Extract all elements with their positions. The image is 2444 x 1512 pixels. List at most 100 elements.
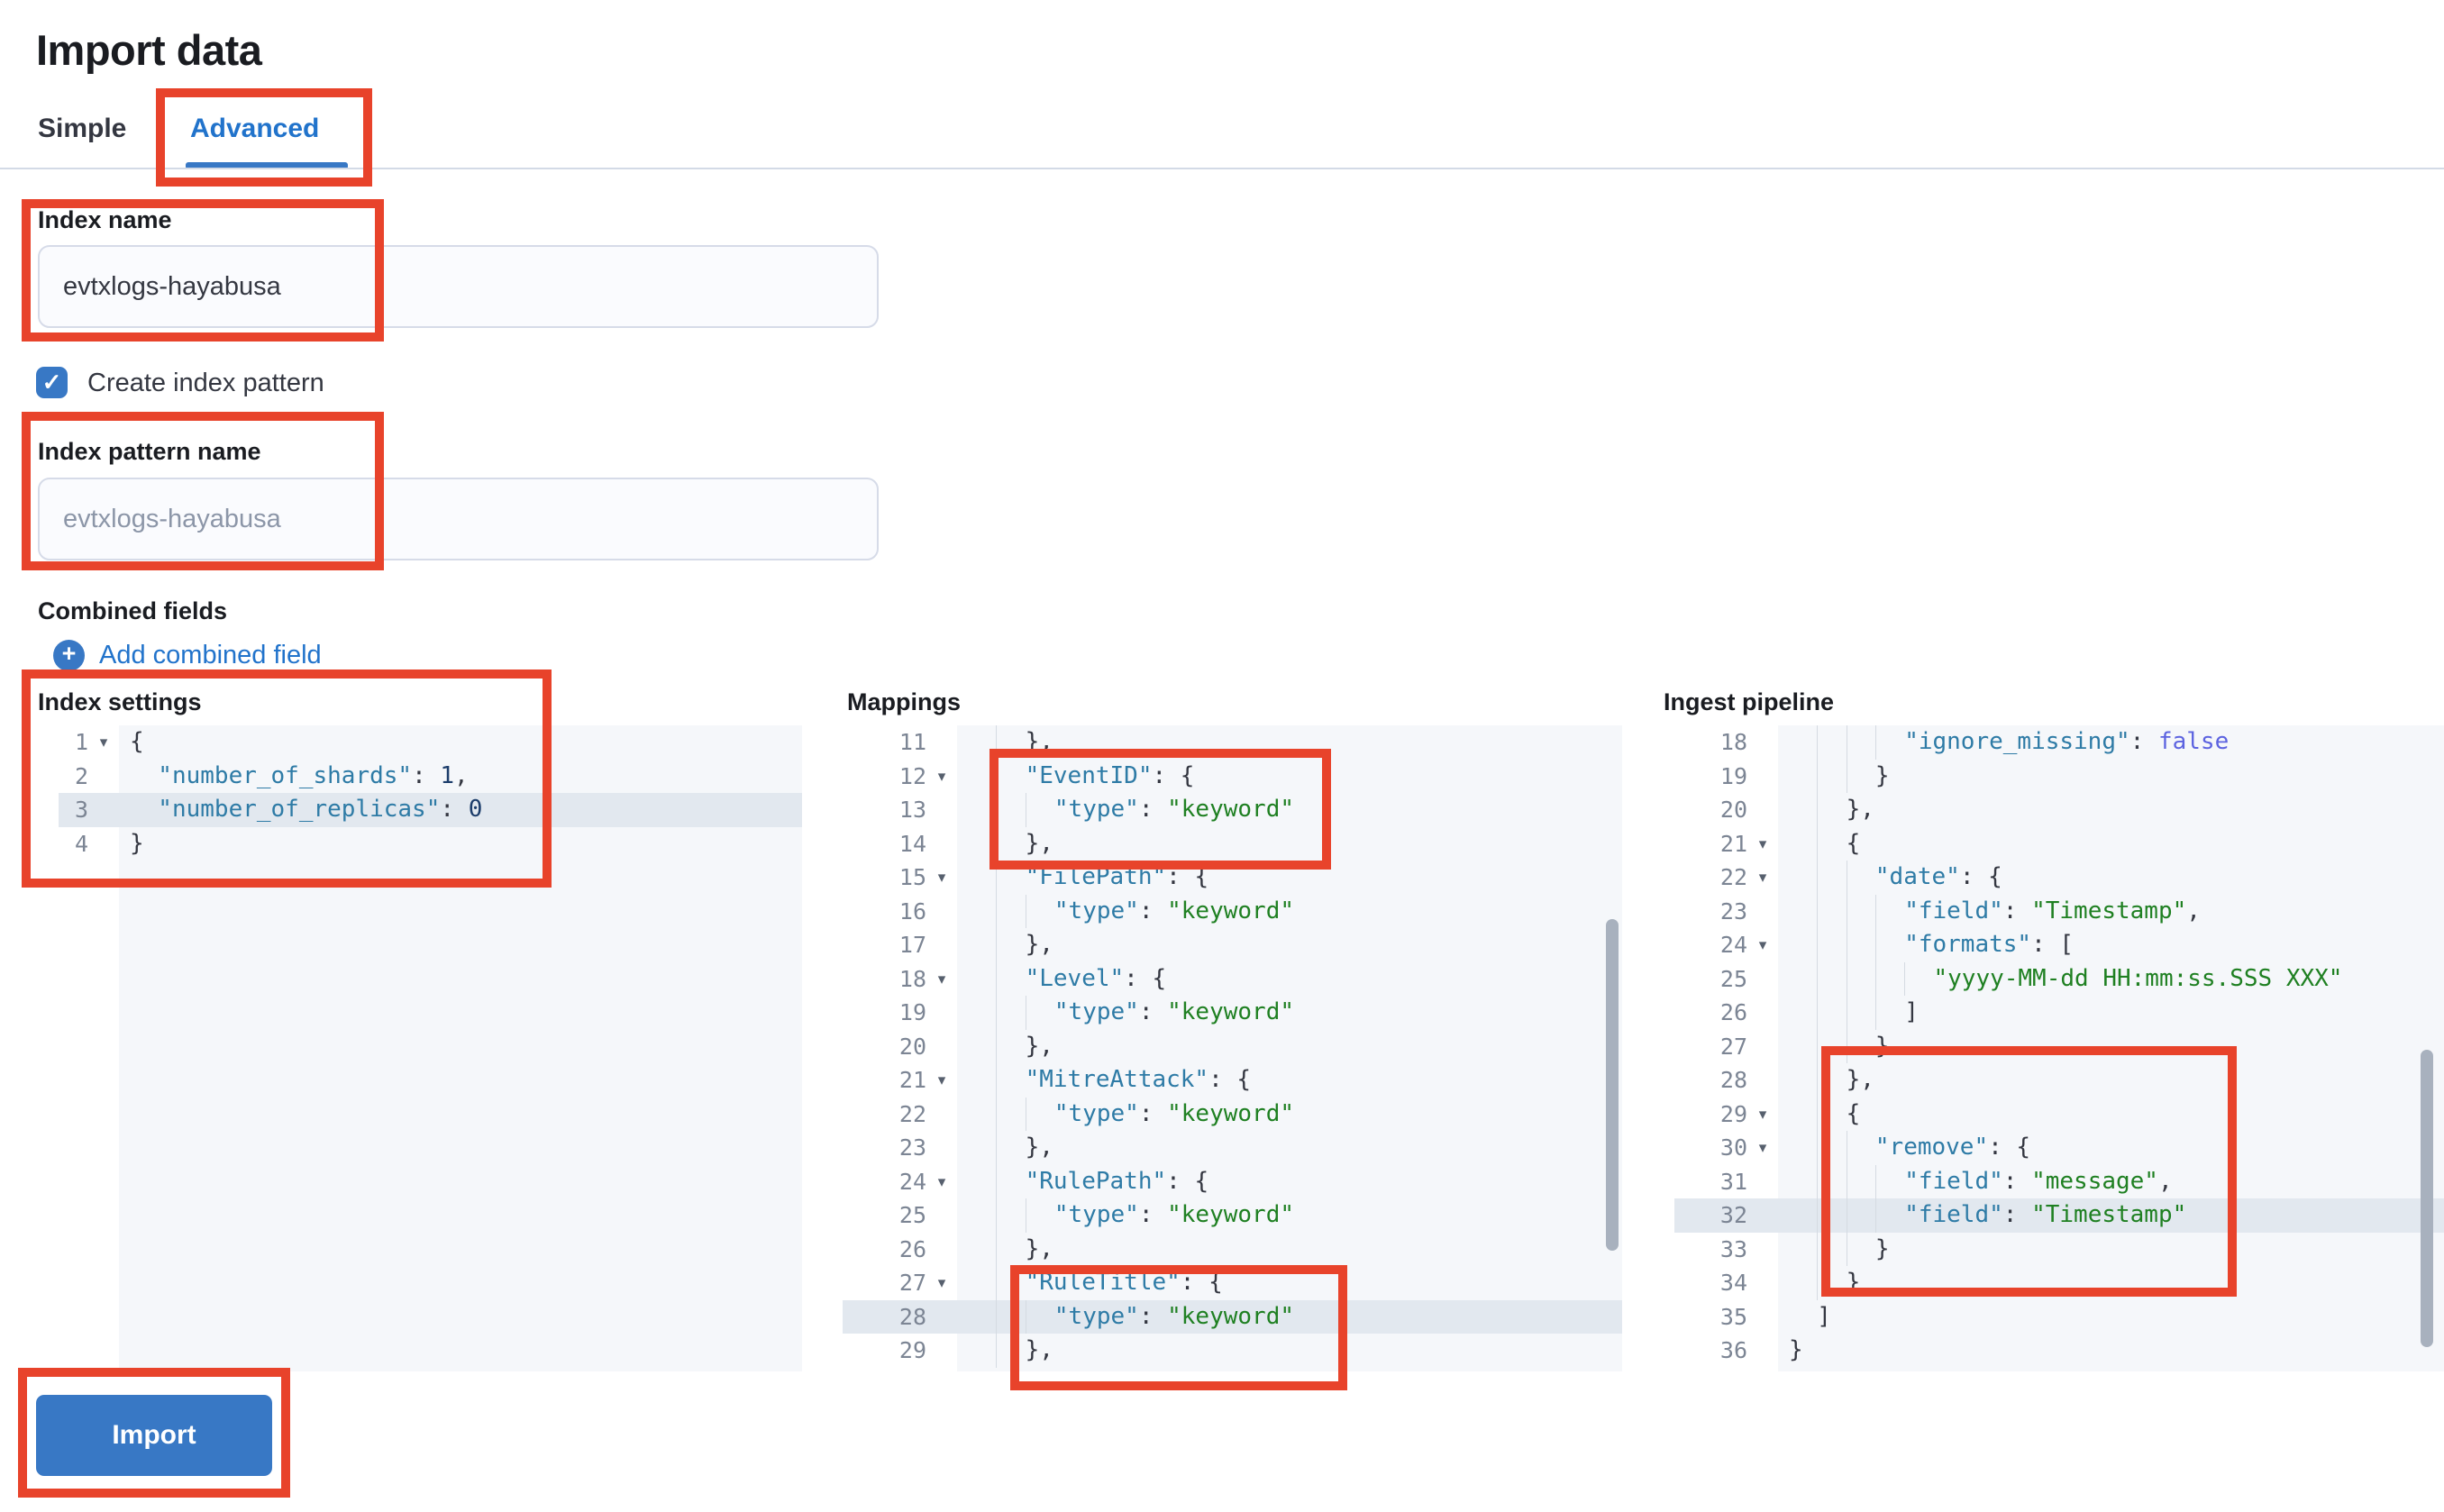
mappings-editor[interactable]: 11},12▾"EventID": {13"type": "keyword"14… xyxy=(843,725,1622,1371)
line-number: 2 xyxy=(74,762,88,789)
create-index-pattern-checkbox[interactable]: ✓ xyxy=(36,367,68,398)
code-line: 29}, xyxy=(843,1334,1622,1368)
code-token-punc: } xyxy=(1874,1234,1890,1262)
indent-space xyxy=(968,1300,996,1334)
fold-arrow-icon[interactable]: ▾ xyxy=(1758,936,1767,953)
mappings-scrollbar[interactable] xyxy=(1606,919,1619,1251)
indent-space xyxy=(1789,996,1817,1030)
indent-guide xyxy=(1025,1097,1054,1131)
code-token-punc: }, xyxy=(1025,1234,1053,1262)
line-number: 12 xyxy=(898,762,926,789)
code-line: 28}, xyxy=(1674,1063,2444,1098)
code-token-punc: : { xyxy=(1208,1066,1252,1093)
indent-guide xyxy=(996,961,1025,996)
code-token-str: "keyword" xyxy=(1167,1302,1295,1330)
code-token-key: "type" xyxy=(1053,1302,1139,1330)
code-line: 27▾"RuleTitle": { xyxy=(843,1266,1622,1300)
fold-arrow-icon[interactable]: ▾ xyxy=(1758,834,1767,852)
index-settings-editor[interactable]: 1▾{2"number_of_shards": 1,3"number_of_re… xyxy=(59,725,802,1371)
code-token-str: "keyword" xyxy=(1167,998,1295,1025)
fold-arrow-icon[interactable]: ▾ xyxy=(937,1172,946,1190)
line-number: 22 xyxy=(1719,864,1747,890)
code-token-punc: : { xyxy=(1152,761,1195,789)
code-line: 26] xyxy=(1674,996,2444,1030)
line-number: 23 xyxy=(1719,897,1747,925)
indent-space xyxy=(1789,1131,1817,1165)
indent-guide xyxy=(996,1097,1025,1131)
combined-fields-label: Combined fields xyxy=(38,597,228,624)
line-number: 19 xyxy=(898,999,926,1025)
add-combined-field-link[interactable]: + Add combined field xyxy=(53,640,322,671)
checkmark-icon: ✓ xyxy=(41,368,62,396)
line-number: 14 xyxy=(898,830,926,857)
code-token-punc: } xyxy=(1874,1032,1890,1060)
code-line: 34} xyxy=(1674,1266,2444,1300)
fold-arrow-icon[interactable]: ▾ xyxy=(1758,869,1767,886)
code-line: 19"type": "keyword" xyxy=(843,996,1622,1030)
code-token-key: "type" xyxy=(1053,1201,1139,1228)
indent-guide xyxy=(996,826,1025,861)
plus-circle-icon: + xyxy=(53,640,85,671)
fold-arrow-icon[interactable]: ▾ xyxy=(937,869,946,886)
code-token-str: "keyword" xyxy=(1167,796,1295,823)
indent-guide xyxy=(1846,961,1875,996)
tab-advanced[interactable]: Advanced xyxy=(190,114,320,143)
gutter xyxy=(843,725,957,1371)
fold-arrow-icon[interactable]: ▾ xyxy=(937,1274,946,1291)
code-token-punc: { xyxy=(130,728,144,755)
fold-arrow-icon[interactable]: ▾ xyxy=(99,733,108,751)
code-token-bool: false xyxy=(2157,728,2230,755)
code-token-key: "Level" xyxy=(1025,964,1125,992)
code-line: 35] xyxy=(1674,1300,2444,1334)
indent-guide xyxy=(996,1266,1025,1300)
indent-guide xyxy=(996,1029,1025,1063)
line-number: 31 xyxy=(1719,1168,1747,1195)
indent-guide xyxy=(1817,1097,1846,1131)
indent-guide xyxy=(1846,1232,1875,1266)
indent-space xyxy=(1789,861,1817,895)
code-token-punc: : xyxy=(1138,796,1168,823)
line-number: 26 xyxy=(1719,999,1747,1025)
code-line: 28"type": "keyword" xyxy=(843,1299,1622,1334)
code-token-str: "keyword" xyxy=(1167,1099,1295,1127)
code-token-num: 0 xyxy=(468,796,483,823)
indent-space xyxy=(968,1030,996,1064)
index-name-input[interactable] xyxy=(38,245,879,328)
code-line: 22"type": "keyword" xyxy=(843,1097,1622,1131)
indent-guide xyxy=(1817,1164,1846,1198)
indent-guide xyxy=(996,894,1025,928)
indent-guide xyxy=(1874,894,1904,928)
ingest-scrollbar[interactable] xyxy=(2421,1050,2433,1347)
line-number: 20 xyxy=(1719,797,1747,823)
index-pattern-name-input[interactable] xyxy=(38,478,879,560)
line-number: 32 xyxy=(1719,1202,1747,1228)
code-token-punc: }, xyxy=(1846,796,1874,823)
fold-arrow-icon[interactable]: ▾ xyxy=(1758,1105,1767,1123)
index-settings-label: Index settings xyxy=(38,688,202,715)
indent-space xyxy=(1789,1233,1817,1267)
code-token-punc: }, xyxy=(1025,829,1053,857)
line-number: 28 xyxy=(1719,1067,1747,1093)
code-token-str: "keyword" xyxy=(1167,1201,1295,1228)
create-index-pattern-label[interactable]: Create index pattern xyxy=(87,369,324,397)
code-token-key: "MitreAttack" xyxy=(1025,1066,1209,1093)
fold-arrow-icon[interactable]: ▾ xyxy=(937,1071,946,1088)
fold-arrow-icon[interactable]: ▾ xyxy=(1758,1139,1767,1156)
import-button[interactable]: Import xyxy=(36,1395,272,1476)
indent-space xyxy=(968,1266,996,1300)
fold-arrow-icon[interactable]: ▾ xyxy=(937,970,946,988)
indent-guide xyxy=(1904,961,1933,996)
code-line: 24▾"RulePath": { xyxy=(843,1164,1622,1198)
indent-guide xyxy=(1025,894,1054,928)
fold-arrow-icon[interactable]: ▾ xyxy=(937,767,946,785)
indent-space xyxy=(1789,827,1817,861)
tab-simple[interactable]: Simple xyxy=(38,114,127,143)
code-token-key: "RuleTitle" xyxy=(1025,1269,1181,1296)
indent-guide xyxy=(996,793,1025,827)
indent-space xyxy=(130,760,158,794)
line-number: 13 xyxy=(898,797,926,823)
indent-space xyxy=(968,928,996,962)
code-token-punc: } xyxy=(1789,1336,1803,1363)
indent-guide xyxy=(996,1131,1025,1165)
